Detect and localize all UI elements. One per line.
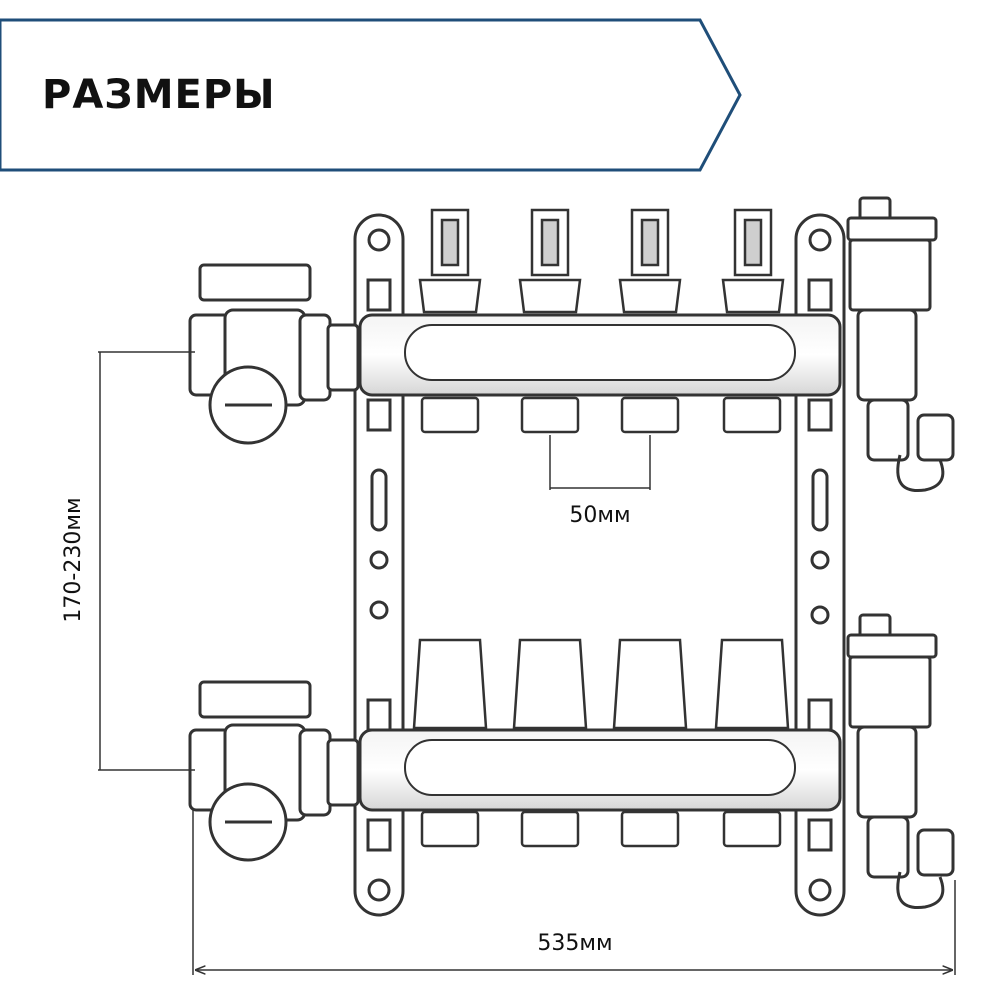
flowmeter-3 <box>618 208 682 314</box>
bottom-ball-valve <box>188 680 360 862</box>
top-air-vent <box>846 196 955 493</box>
top-ball-valve <box>188 263 360 445</box>
height-dimension <box>98 351 195 771</box>
width-dimension <box>192 810 956 975</box>
bottom-outlets <box>420 810 782 848</box>
spacing-dimension-label: 50мм <box>569 503 630 528</box>
flowmeter-1 <box>418 208 482 314</box>
width-dimension-label: 535мм <box>537 931 612 956</box>
page-title: РАЗМЕРЫ <box>42 72 276 118</box>
header-banner <box>0 18 742 172</box>
bottom-manifold-bar <box>358 728 842 812</box>
bottom-valve-caps <box>412 638 790 730</box>
top-flowmeters <box>418 208 785 314</box>
top-outlets <box>420 396 782 434</box>
top-manifold-bar <box>358 313 842 397</box>
height-dimension-label: 170-230мм <box>61 497 86 622</box>
flowmeter-2 <box>518 208 582 314</box>
spacing-dimension <box>549 435 651 490</box>
bottom-air-vent <box>846 613 955 910</box>
flowmeter-4 <box>721 208 785 314</box>
